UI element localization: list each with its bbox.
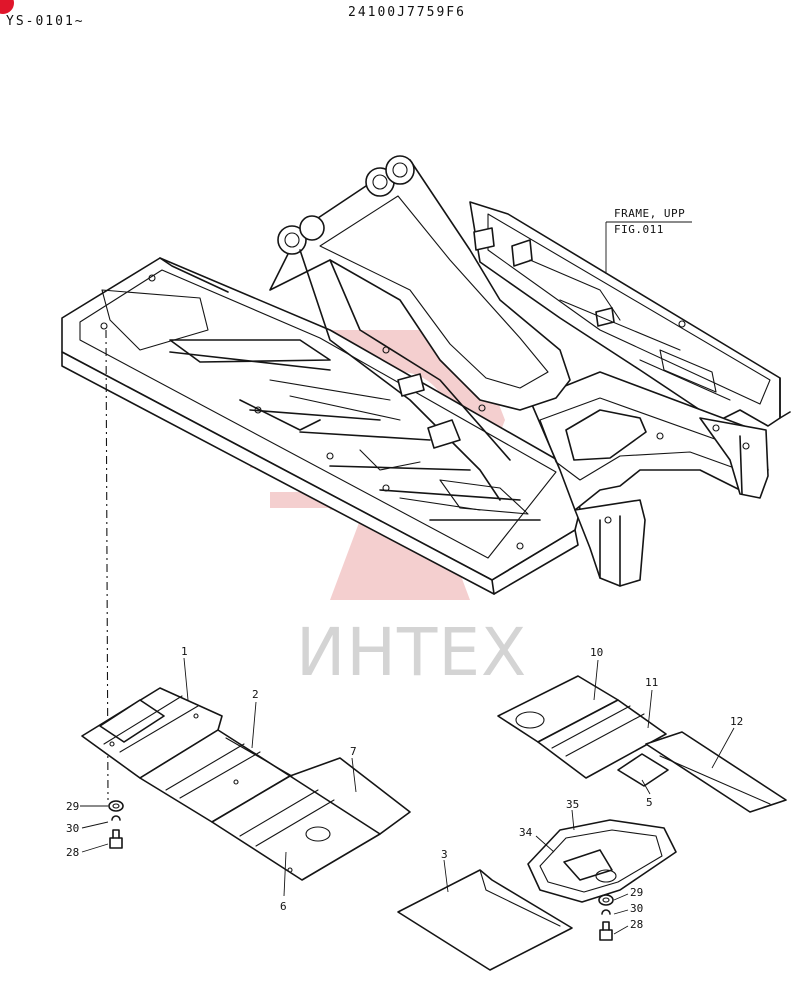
callout-29-left: 29 bbox=[66, 800, 79, 813]
fastener-set-left bbox=[108, 800, 124, 849]
upper-frame-assembly bbox=[61, 155, 791, 595]
callout-28-right: 28 bbox=[630, 918, 643, 931]
callout-10: 10 bbox=[590, 646, 603, 659]
fastener-set-right bbox=[598, 894, 614, 941]
reference-line-1: FRAME, UPP bbox=[614, 207, 685, 220]
frame-reference-label: FRAME, UPP FIG.011 bbox=[605, 207, 692, 274]
callout-30-left: 30 bbox=[66, 822, 79, 835]
serial-range: YS-0101~ bbox=[6, 14, 85, 29]
under-cover-3 bbox=[397, 869, 573, 971]
under-cover-34-35 bbox=[527, 819, 677, 903]
callout-11: 11 bbox=[645, 676, 658, 689]
callout-3: 3 bbox=[441, 848, 448, 861]
part-number: 24100J7759F6 bbox=[348, 5, 466, 20]
callout-2: 2 bbox=[252, 688, 259, 701]
boom-pin-left bbox=[277, 215, 325, 255]
deck-cross-members bbox=[101, 289, 541, 521]
boom-pin-right bbox=[365, 155, 415, 197]
callout-5: 5 bbox=[646, 796, 653, 809]
callout-12: 12 bbox=[730, 715, 743, 728]
reference-line-2: FIG.011 bbox=[614, 223, 664, 236]
watermark-text: ИНТЕХ bbox=[296, 614, 527, 691]
callout-28-left: 28 bbox=[66, 846, 79, 859]
callout-29-right: 29 bbox=[630, 886, 643, 899]
callout-leaders bbox=[80, 657, 735, 935]
corner-badge bbox=[0, 0, 14, 14]
callout-34: 34 bbox=[519, 826, 533, 839]
under-cover-group-left bbox=[81, 687, 411, 881]
callout-1: 1 bbox=[181, 645, 188, 658]
callout-35: 35 bbox=[566, 798, 579, 811]
frame-brackets bbox=[397, 227, 615, 449]
callout-7: 7 bbox=[350, 745, 357, 758]
under-cover-group-right bbox=[497, 675, 787, 813]
callout-6: 6 bbox=[280, 900, 287, 913]
callout-30-right: 30 bbox=[630, 902, 643, 915]
frame-bolt-holes bbox=[100, 274, 750, 550]
